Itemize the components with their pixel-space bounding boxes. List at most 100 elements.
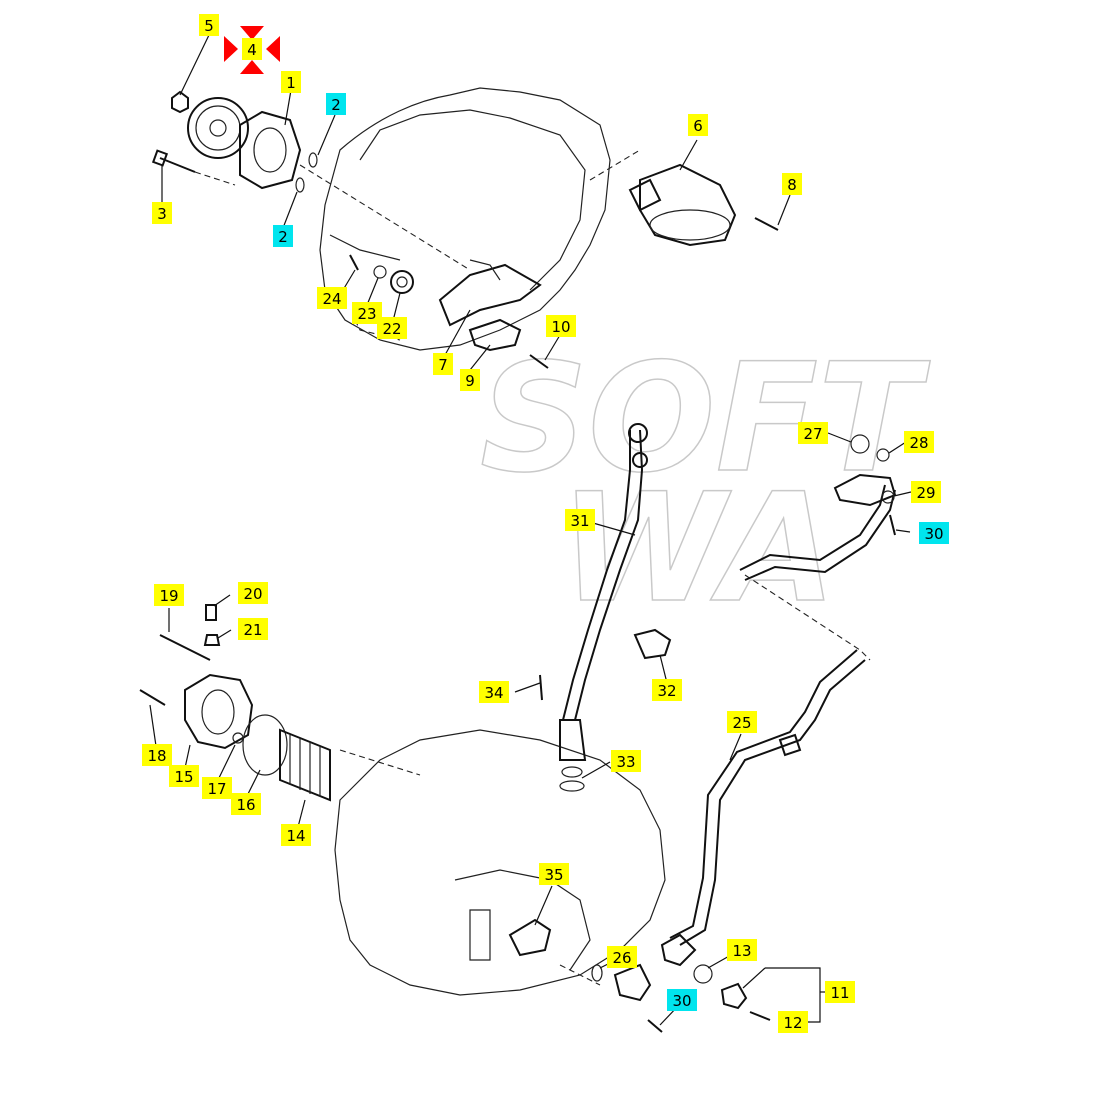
- callout-number: 30: [672, 992, 691, 1010]
- callout-number: 30: [924, 525, 943, 543]
- callout-box: [667, 989, 697, 1011]
- callout-box: [798, 422, 828, 444]
- callout-c26: 26: [607, 946, 637, 968]
- callout-box: [460, 369, 480, 391]
- callout-box: [565, 509, 595, 531]
- callout-box: [199, 14, 219, 36]
- callout-c20: 20: [238, 582, 268, 604]
- callout-c7: 7: [433, 353, 453, 375]
- callout-c11: 11: [825, 981, 855, 1003]
- plug-20: [205, 604, 217, 621]
- callout-number: 19: [159, 587, 178, 605]
- marker-arrow-up: [240, 60, 264, 74]
- callout-box: [727, 711, 757, 733]
- bolt-12: [749, 1011, 771, 1021]
- callout-box: [154, 584, 184, 606]
- callout-c27: 27: [798, 422, 828, 444]
- watermark: SOFT WA: [479, 331, 932, 637]
- callout-number: 24: [322, 290, 341, 308]
- callout-box: [142, 744, 172, 766]
- o-ring-28: [876, 448, 890, 462]
- bolt-30-upper: [889, 514, 896, 536]
- callout-c19: 19: [154, 584, 184, 606]
- o-ring-27: [850, 434, 870, 454]
- callout-number: 32: [657, 682, 676, 700]
- callout-box: [911, 481, 941, 503]
- callout-number: 26: [612, 949, 631, 967]
- o-ring-26: [591, 964, 603, 982]
- oil-pump-assembly: [151, 90, 471, 271]
- callout-number: 2: [331, 96, 341, 114]
- callout-box: [539, 863, 569, 885]
- callout-number: 16: [236, 796, 255, 814]
- callout-number: 17: [207, 780, 226, 798]
- callout-c2a: 2: [326, 93, 346, 115]
- banjo-bolt-11: [720, 982, 748, 1010]
- callout-box: [782, 173, 802, 195]
- baffle-plate-7: [438, 263, 542, 327]
- bracket-9: [468, 318, 522, 352]
- callout-number: 33: [616, 753, 635, 771]
- oil-pump-body: [239, 110, 302, 190]
- oil-strainer-assembly: [349, 163, 779, 369]
- callout-box: [546, 315, 576, 337]
- callout-number: 7: [438, 356, 448, 374]
- callout-box: [377, 317, 407, 339]
- callout-c23: 23: [352, 302, 382, 324]
- callout-c30a: 30: [919, 522, 949, 544]
- callout-number: 3: [157, 205, 167, 223]
- oil-strainer-6: [639, 163, 737, 247]
- callout-number: 27: [803, 425, 822, 443]
- callout-number: 8: [787, 176, 797, 194]
- bolt-8: [754, 217, 779, 231]
- callout-c16: 16: [231, 793, 261, 815]
- callout-number: 23: [357, 305, 376, 323]
- oil-pipe-joint-33: [559, 719, 587, 761]
- callout-box: [352, 302, 382, 324]
- callout-number: 4: [247, 41, 257, 59]
- callout-number: 35: [544, 866, 563, 884]
- callout-box: [688, 114, 708, 136]
- bolt-3: [159, 157, 196, 173]
- callout-number: 10: [551, 318, 570, 336]
- callout-number: 25: [732, 714, 751, 732]
- callout-c28: 28: [904, 431, 934, 453]
- collar-22: [390, 270, 414, 294]
- callout-number: 12: [783, 1014, 802, 1032]
- bracket-35: [508, 918, 552, 957]
- callout-box: [778, 1011, 808, 1033]
- callout-c2b: 2: [273, 225, 293, 247]
- callout-box: [317, 287, 347, 309]
- dowel-24: [349, 254, 359, 271]
- callout-number: 28: [909, 434, 928, 452]
- oil-filter-assembly: [139, 604, 421, 802]
- o-ring-23: [373, 265, 387, 279]
- callout-box: [238, 582, 268, 604]
- lower-crankcase: [334, 628, 672, 996]
- callout-box: [152, 202, 172, 224]
- callout-box: [611, 750, 641, 772]
- callout-box: [326, 93, 346, 115]
- callout-number: 13: [732, 942, 751, 960]
- callout-box: [433, 353, 453, 375]
- callout-number: 9: [465, 372, 475, 390]
- callout-number: 15: [174, 768, 193, 786]
- callout-c8: 8: [782, 173, 802, 195]
- hose-joint: [613, 963, 652, 1002]
- callout-box: [202, 777, 232, 799]
- callout-number: 6: [693, 117, 703, 135]
- callout-c4: 4: [242, 38, 262, 60]
- union-fitting: [660, 933, 697, 967]
- callout-c6: 6: [688, 114, 708, 136]
- washer-21: [203, 634, 221, 646]
- pipe-flange: [833, 473, 897, 507]
- callout-number: 34: [484, 684, 503, 702]
- callout-number: 21: [243, 621, 262, 639]
- callout-box: [727, 939, 757, 961]
- callout-c13: 13: [727, 939, 757, 961]
- leader-lines: [149, 34, 912, 1026]
- callout-c34: 34: [479, 681, 509, 703]
- callout-c24: 24: [317, 287, 347, 309]
